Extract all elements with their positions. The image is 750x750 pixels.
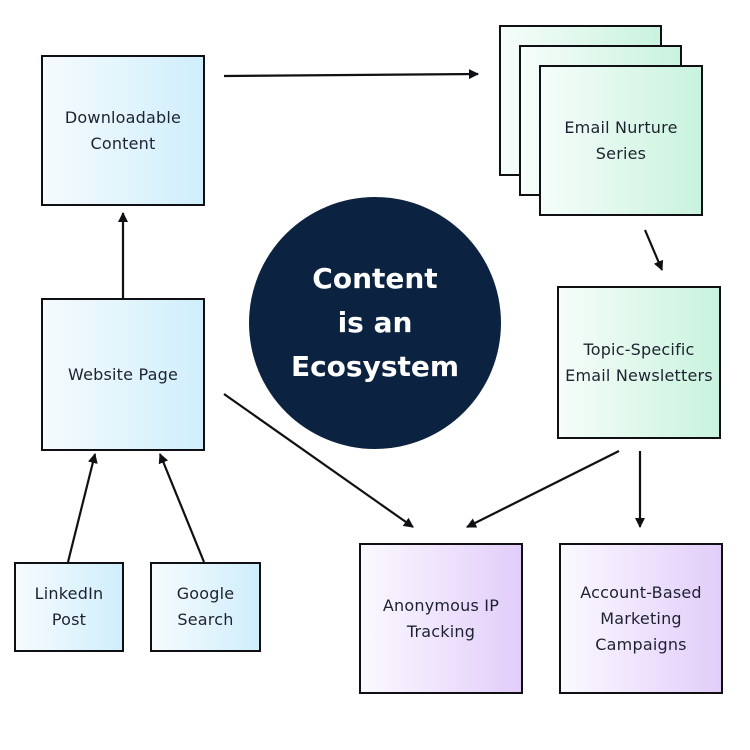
arrow-linkedin-to-website	[66, 453, 98, 563]
node-google-search: Google Search	[150, 562, 261, 652]
node-label: Downloadable Content	[64, 107, 182, 153]
arrow-google-to-website	[158, 453, 206, 563]
node-account-based-marketing: Account-Based Marketing Campaigns	[559, 543, 723, 694]
node-label: Account-Based Marketing Campaigns	[580, 582, 702, 654]
node-label: Website Page	[67, 364, 178, 384]
node-label: Google Search	[176, 584, 235, 629]
node-label: LinkedIn Post	[34, 584, 104, 629]
arrow-newsletters-to-ip-tracking	[466, 450, 620, 528]
arrow-website-to-ip-tracking	[223, 393, 414, 528]
arrow-nurture-to-newsletters	[643, 229, 664, 271]
node-anonymous-ip-tracking: Anonymous IP Tracking	[359, 543, 523, 694]
node-linkedin-post: LinkedIn Post	[14, 562, 124, 652]
node-label: Anonymous IP Tracking	[382, 595, 500, 641]
node-email-nurture-series: Email Nurture Series	[539, 65, 703, 216]
node-label: Topic-Specific Email Newsletters	[565, 339, 713, 385]
node-label: Email Nurture Series	[564, 117, 678, 163]
arrow-downloadable-to-nurture	[223, 69, 479, 80]
center-circle: Content is an Ecosystem	[249, 197, 501, 449]
node-website-page: Website Page	[41, 298, 205, 451]
node-downloadable-content: Downloadable Content	[41, 55, 205, 206]
node-topic-specific-newsletters: Topic-Specific Email Newsletters	[557, 286, 721, 439]
center-title: Content is an Ecosystem	[290, 262, 460, 383]
